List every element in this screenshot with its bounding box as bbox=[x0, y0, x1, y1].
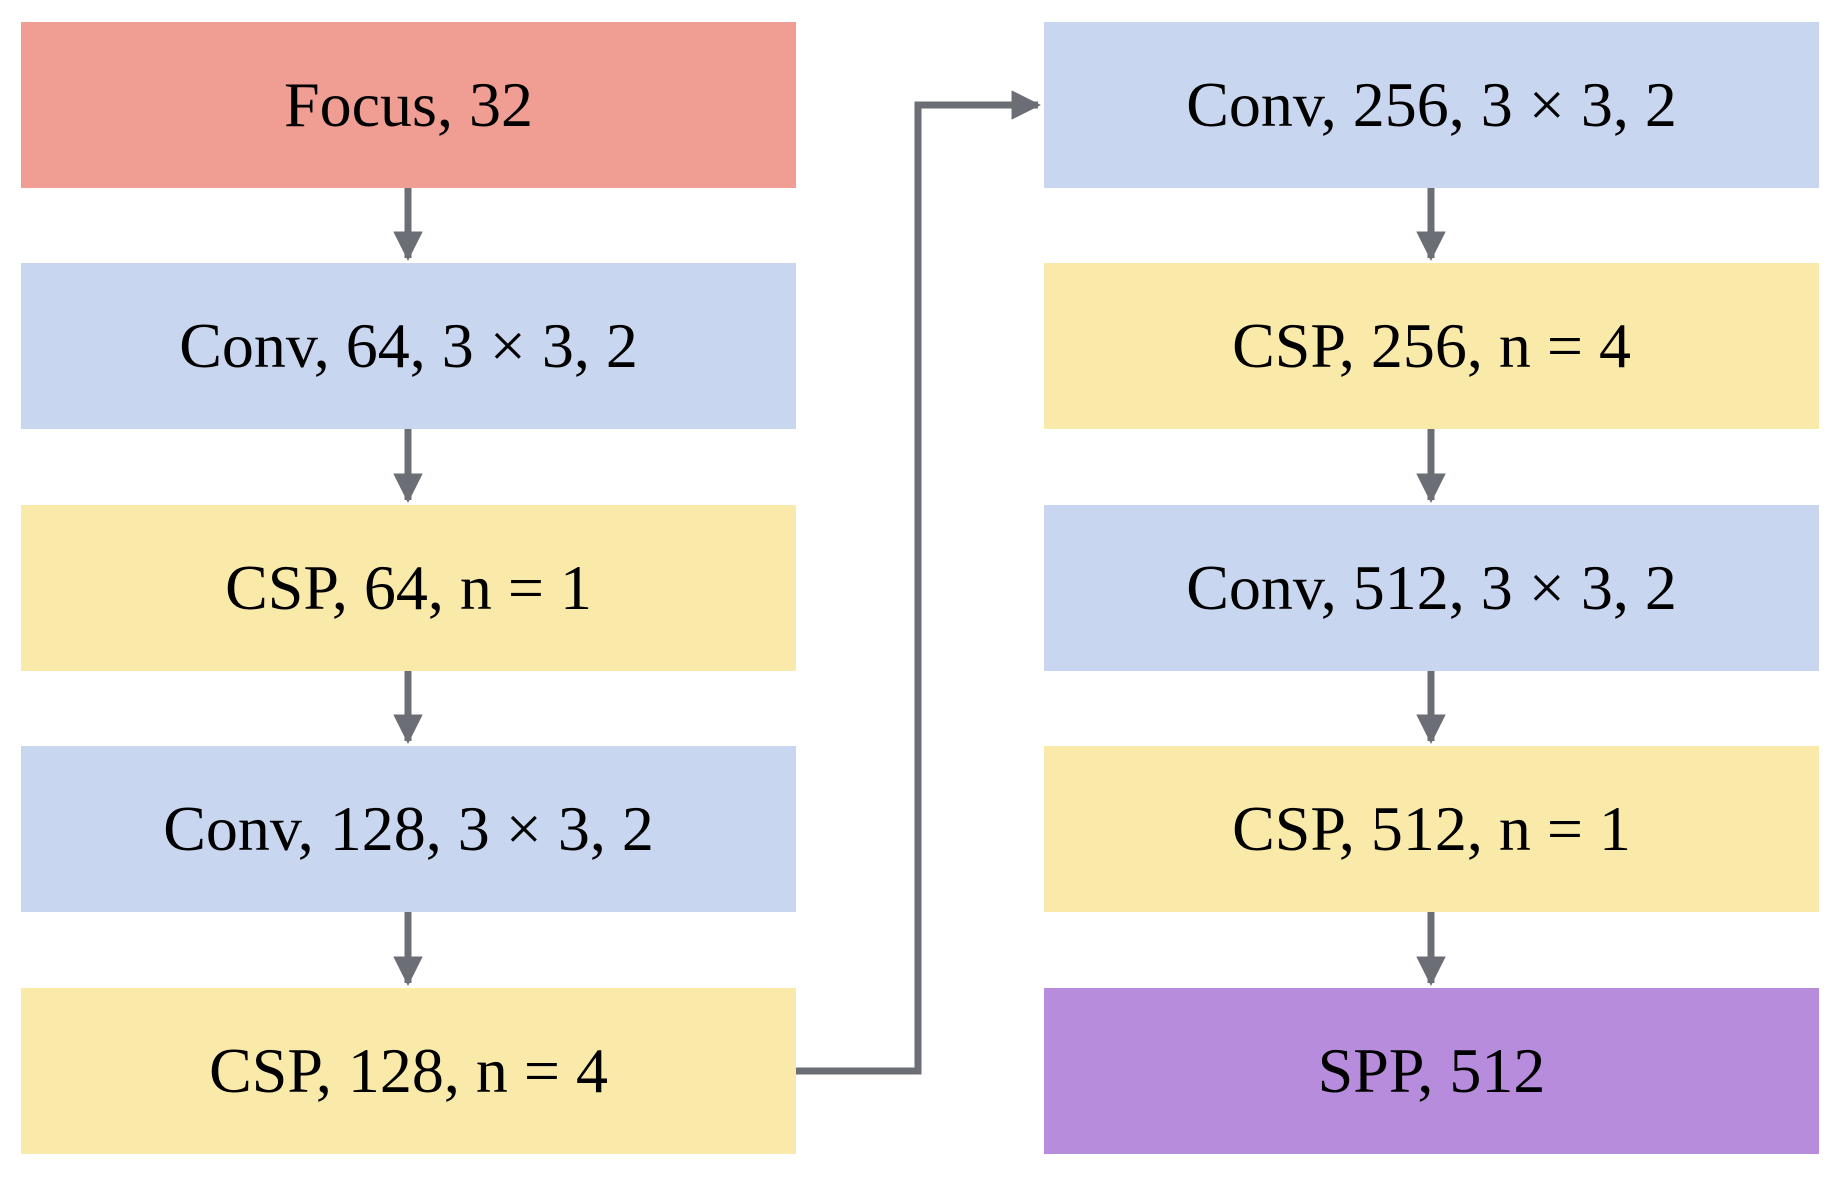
block-csp-256: CSP, 256, n = 4 bbox=[1044, 263, 1819, 429]
block-conv-64: Conv, 64, 3 × 3, 2 bbox=[21, 263, 796, 429]
block-label: CSP, 128, n = 4 bbox=[209, 1035, 608, 1106]
block-csp-64: CSP, 64, n = 1 bbox=[21, 505, 796, 671]
arrow-cross-column bbox=[796, 90, 1041, 1075]
block-label: CSP, 512, n = 1 bbox=[1232, 793, 1631, 864]
block-label: Conv, 128, 3 × 3, 2 bbox=[163, 793, 654, 864]
block-label: Conv, 512, 3 × 3, 2 bbox=[1186, 552, 1677, 623]
block-label: CSP, 64, n = 1 bbox=[225, 552, 592, 623]
block-csp-128: CSP, 128, n = 4 bbox=[21, 988, 796, 1154]
block-conv-256: Conv, 256, 3 × 3, 2 bbox=[1044, 22, 1819, 188]
block-csp-512: CSP, 512, n = 1 bbox=[1044, 746, 1819, 912]
block-spp-512: SPP, 512 bbox=[1044, 988, 1819, 1154]
block-label: Conv, 64, 3 × 3, 2 bbox=[179, 310, 638, 381]
block-conv-512: Conv, 512, 3 × 3, 2 bbox=[1044, 505, 1819, 671]
block-conv-128: Conv, 128, 3 × 3, 2 bbox=[21, 746, 796, 912]
block-label: SPP, 512 bbox=[1317, 1035, 1546, 1106]
block-label: CSP, 256, n = 4 bbox=[1232, 310, 1631, 381]
block-label: Focus, 32 bbox=[284, 69, 533, 140]
block-focus-32: Focus, 32 bbox=[21, 22, 796, 188]
block-label: Conv, 256, 3 × 3, 2 bbox=[1186, 69, 1677, 140]
